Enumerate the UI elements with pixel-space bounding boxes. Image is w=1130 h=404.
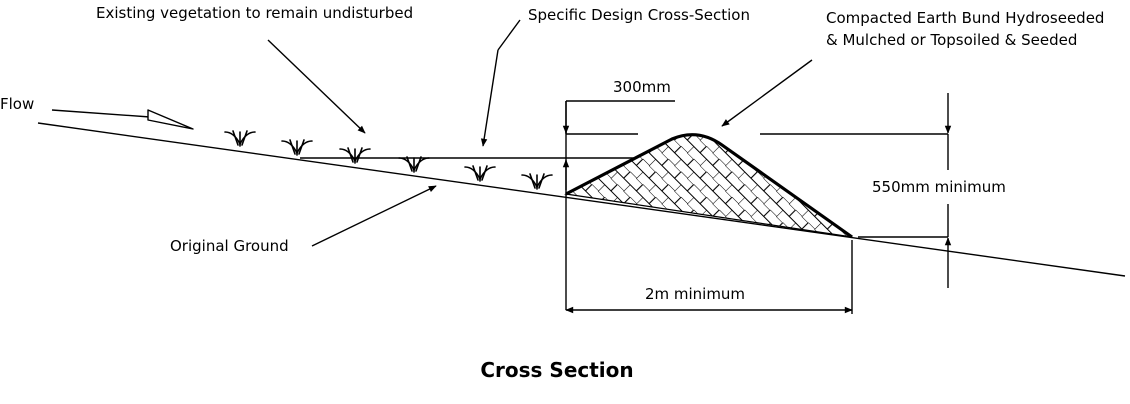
- design-section-leader-2: [480, 49, 499, 147]
- bund-label-line2: & Mulched or Topsoiled & Seeded: [826, 31, 1077, 49]
- original-ground-line: [37, 122, 1126, 277]
- flow-arrow: [51, 109, 194, 130]
- earth-bund: [564, 134, 853, 238]
- bund-leader: [721, 59, 813, 127]
- vegetation-icon: [224, 130, 553, 190]
- height-dimension: [760, 93, 952, 288]
- base-dimension: [565, 240, 853, 314]
- original-ground-leader: [311, 185, 437, 247]
- vegetation-leader: [267, 39, 366, 134]
- height-label: 550mm minimum: [872, 178, 1006, 196]
- original-ground-label: Original Ground: [170, 237, 289, 255]
- diagram-title: Cross Section: [480, 358, 633, 382]
- base-width-label: 2m minimum: [645, 285, 745, 303]
- bund-outline: [565, 133, 853, 239]
- design-section-label: Specific Design Cross-Section: [528, 6, 750, 24]
- vegetation-label: Existing vegetation to remain undisturbe…: [96, 4, 413, 22]
- crest-dimension: [562, 100, 675, 310]
- crest-width-label: 300mm: [613, 78, 671, 96]
- bund-label-line1: Compacted Earth Bund Hydroseeded: [826, 9, 1104, 27]
- flow-label: Flow: [0, 95, 34, 113]
- design-section-leader: [497, 19, 521, 51]
